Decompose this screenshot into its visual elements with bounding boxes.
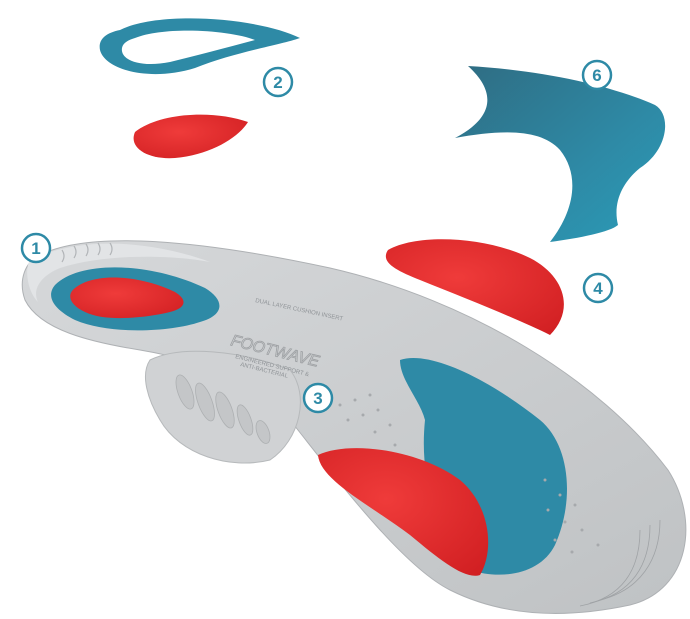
- callout-label-3: 3: [313, 389, 322, 408]
- callout-badge-6: 6: [583, 61, 611, 89]
- heel-pad-part: [134, 115, 248, 159]
- callout-label-2: 2: [273, 73, 282, 92]
- callout-label-6: 6: [592, 66, 601, 85]
- callout-badge-1: 1: [22, 234, 50, 262]
- metatarsal-layer-part: [455, 66, 665, 242]
- callout-label-4: 4: [593, 279, 603, 298]
- callout-badge-3: 3: [304, 384, 332, 412]
- heel-ring-part: [100, 18, 300, 74]
- callout-badge-2: 2: [264, 68, 292, 96]
- callout-label-1: 1: [31, 239, 40, 258]
- callout-badge-4: 4: [584, 274, 612, 302]
